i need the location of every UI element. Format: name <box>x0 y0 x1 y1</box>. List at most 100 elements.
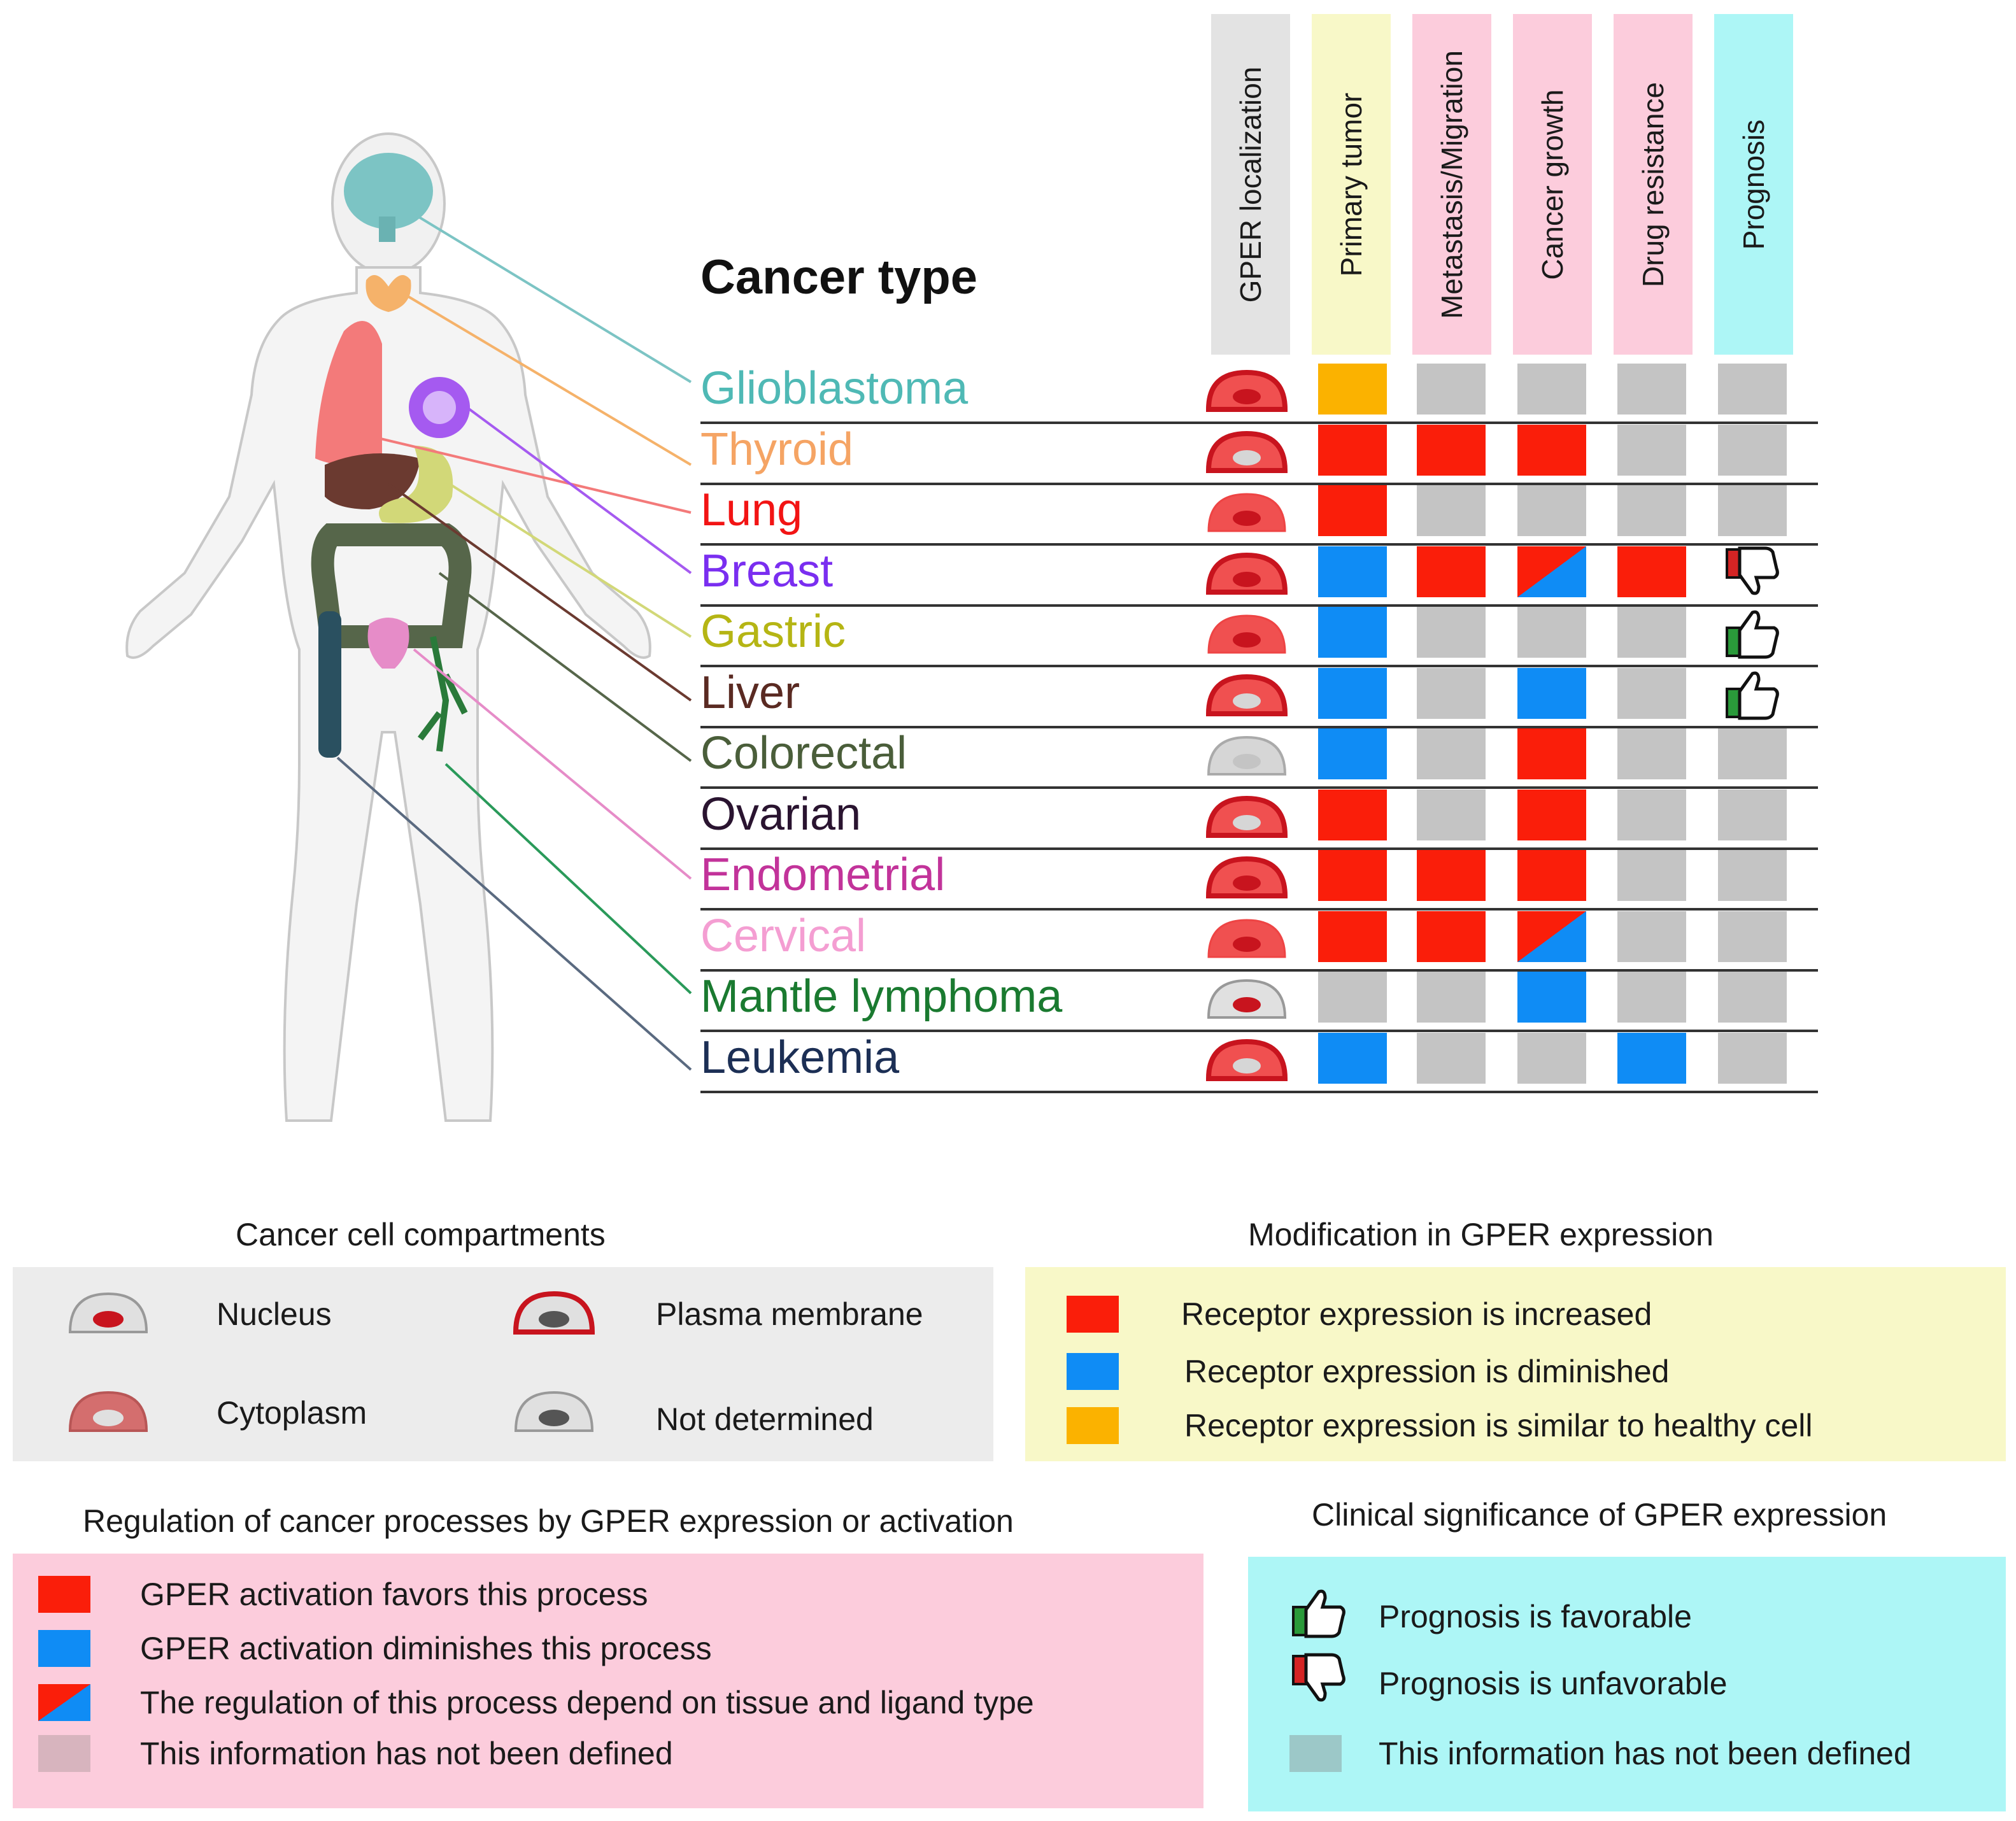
status-cell <box>1617 850 1686 901</box>
status-cell <box>1517 850 1586 901</box>
thumbs-up-icon <box>1292 1589 1345 1638</box>
swatch-depends <box>38 1684 90 1721</box>
row-divider <box>700 908 1818 910</box>
legend-unfavorable: Prognosis is unfavorable <box>1379 1666 1728 1701</box>
not-determined-cell-icon <box>514 1391 594 1432</box>
row-label-endometrial: Endometrial <box>700 849 946 900</box>
thumbs-up-icon <box>1726 671 1779 719</box>
status-cell <box>1718 972 1787 1023</box>
status-cell <box>1417 607 1486 658</box>
legend-increased: Receptor expression is increased <box>1181 1296 1652 1332</box>
swatch-increased <box>1067 1296 1119 1333</box>
localization-cell-icon <box>1205 369 1288 412</box>
row-divider <box>700 604 1818 607</box>
thyroid-organ <box>366 275 411 312</box>
status-cell <box>1517 607 1586 658</box>
status-cell <box>1318 607 1387 658</box>
legend-favors: GPER activation favors this process <box>140 1577 648 1612</box>
localization-cell-icon <box>1207 918 1286 958</box>
row-divider <box>700 422 1818 424</box>
status-cell <box>1517 910 1586 962</box>
status-cell <box>1517 728 1586 779</box>
liver-organ <box>325 453 420 509</box>
status-cell <box>1417 667 1486 719</box>
localization-cell-icon <box>1207 979 1287 1019</box>
localization-cell-icon <box>1205 856 1288 898</box>
status-cell <box>1617 364 1686 415</box>
status-cell <box>1517 789 1586 840</box>
status-cell <box>1318 485 1387 536</box>
status-cell <box>1617 607 1686 658</box>
status-cell <box>1617 424 1686 476</box>
swatch-similar <box>1067 1407 1119 1444</box>
row-divider <box>700 725 1818 728</box>
status-cell <box>1617 972 1686 1023</box>
status-cell <box>1318 424 1387 476</box>
status-cell <box>1718 728 1787 779</box>
lung-organ <box>315 321 382 465</box>
legend-cytoplasm: Cytoplasm <box>217 1395 367 1431</box>
status-cell <box>1617 485 1686 536</box>
row-label-gastric: Gastric <box>700 606 846 657</box>
localization-cell-icon <box>1205 552 1288 595</box>
legend-nucleus: Nucleus <box>217 1296 332 1332</box>
legend-depends: The regulation of this process depend on… <box>140 1685 1034 1720</box>
legend-compartments-box: Nucleus Plasma membrane Cytoplasm Not de… <box>13 1267 993 1461</box>
status-cell <box>1318 1032 1387 1084</box>
bone-organ <box>318 611 341 758</box>
status-cell <box>1718 364 1787 415</box>
status-cell <box>1617 1032 1686 1084</box>
status-cell <box>1318 850 1387 901</box>
swatch-clinical-undefined <box>1289 1735 1342 1772</box>
thumbs-down-icon <box>1292 1653 1345 1702</box>
status-cell <box>1517 1032 1586 1084</box>
column-header-cancer-growth: Cancer growth <box>1513 14 1592 355</box>
row-divider <box>700 665 1818 667</box>
uterus-organ <box>367 618 409 669</box>
status-cell <box>1417 728 1486 779</box>
legend-undefined: This information has not been defined <box>140 1736 673 1771</box>
legend-similar: Receptor expression is similar to health… <box>1184 1408 1813 1443</box>
swatch-diminishes <box>38 1630 90 1667</box>
status-cell <box>1417 789 1486 840</box>
cytoplasm-cell-icon <box>68 1391 148 1432</box>
status-cell <box>1718 485 1787 536</box>
legend-expression-title: Modification in GPER expression <box>1248 1217 1714 1252</box>
row-label-lung: Lung <box>700 485 803 535</box>
row-divider <box>700 543 1818 546</box>
status-cell <box>1517 424 1586 476</box>
status-cell <box>1417 364 1486 415</box>
localization-cell-icon <box>1205 1038 1288 1081</box>
status-cell <box>1517 485 1586 536</box>
stomach-organ <box>379 446 453 523</box>
leader-lines <box>336 209 692 1071</box>
row-label-liver: Liver <box>700 667 800 718</box>
status-cell <box>1517 364 1586 415</box>
status-cell <box>1517 972 1586 1023</box>
row-label-ovarian: Ovarian <box>700 788 862 840</box>
row-divider <box>700 968 1818 972</box>
legend-compartments-title: Cancer cell compartments <box>236 1217 606 1252</box>
brain-organ <box>344 153 433 229</box>
column-header-metastasis: Metastasis/Migration <box>1412 14 1491 355</box>
row-divider <box>700 786 1818 789</box>
legend-clinical-title: Clinical significance of GPER expression <box>1312 1497 1887 1533</box>
swatch-undefined <box>38 1735 90 1772</box>
legend-expression-box: Receptor expression is increased Recepto… <box>1025 1267 2006 1461</box>
status-cell <box>1617 667 1686 719</box>
swatch-favors <box>38 1576 90 1613</box>
status-cell <box>1517 667 1586 719</box>
row-label-colorectal: Colorectal <box>700 728 907 779</box>
status-cell <box>1718 1032 1787 1084</box>
column-header-prognosis: Prognosis <box>1714 14 1793 355</box>
status-cell <box>1318 728 1387 779</box>
row-divider <box>700 1090 1818 1093</box>
legend-diminished: Receptor expression is diminished <box>1184 1354 1670 1389</box>
localization-cell-icon <box>1205 674 1288 716</box>
column-header-drug-resistance: Drug resistance <box>1614 14 1693 355</box>
status-cell <box>1318 546 1387 597</box>
status-cell <box>1617 910 1686 962</box>
status-cell <box>1417 972 1486 1023</box>
status-cell <box>1417 485 1486 536</box>
row-label-thyroid: Thyroid <box>700 423 854 475</box>
